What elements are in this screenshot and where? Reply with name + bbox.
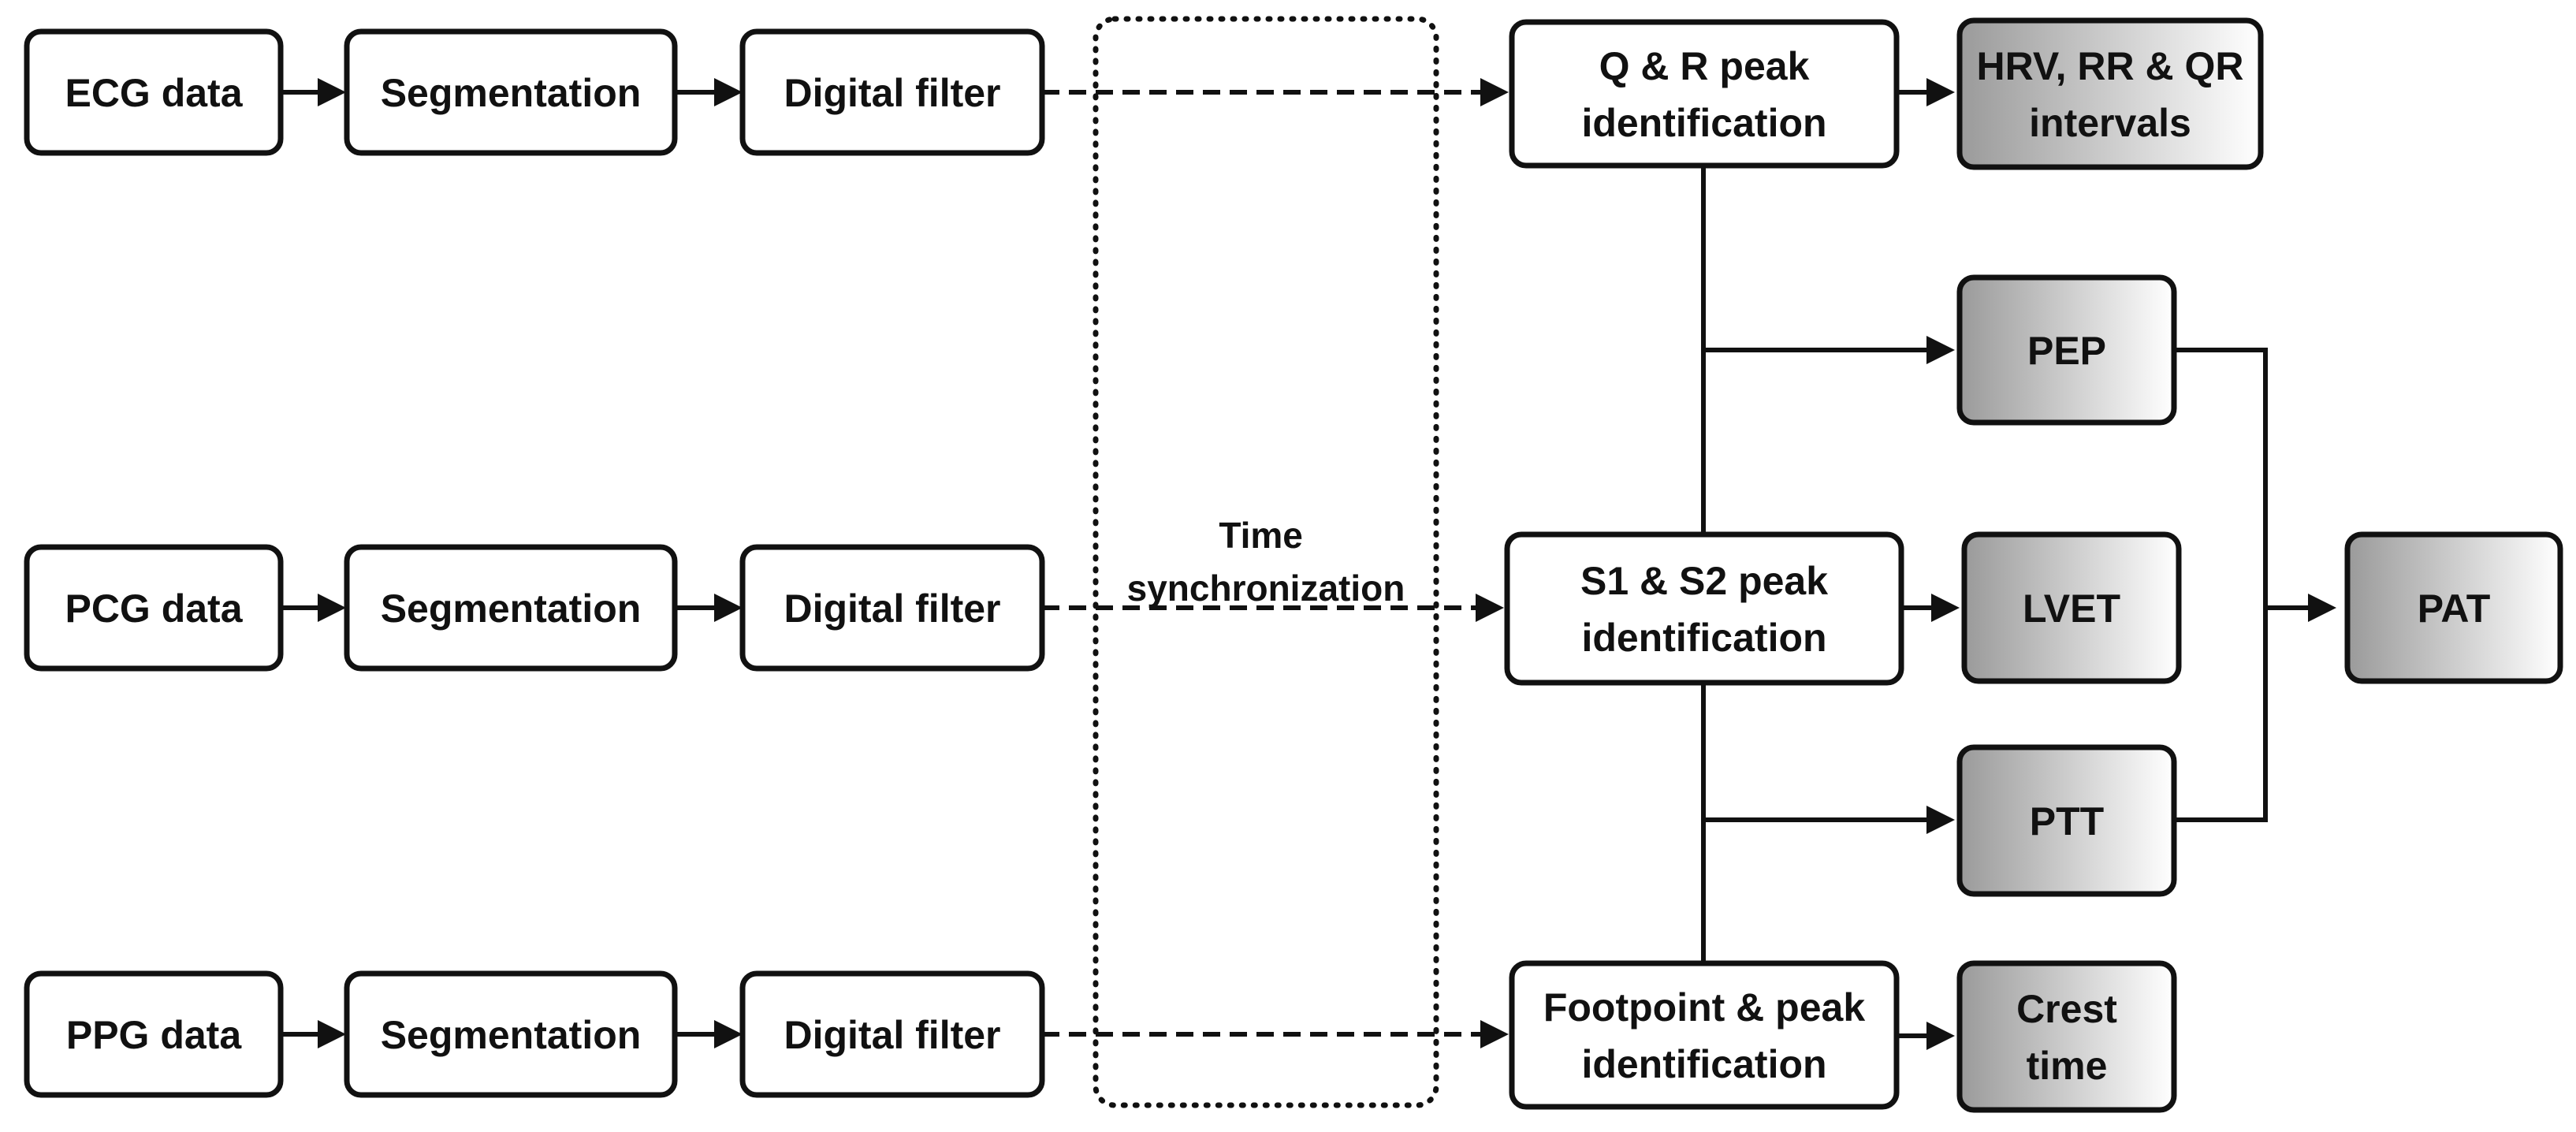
node-hrv: HRV, RR & QR intervals <box>1956 17 2264 170</box>
node-box <box>344 970 678 1098</box>
node-label: ECG data <box>65 71 243 115</box>
sync-label-line-2: synchronization <box>1127 568 1405 609</box>
node-label: S1 & S2 peak <box>1580 559 1828 603</box>
node-label: Digital filter <box>784 71 1000 115</box>
node-label: Segmentation <box>381 71 642 115</box>
node-box <box>1956 960 2177 1113</box>
node-label: Q & R peak <box>1599 44 1810 88</box>
node-box <box>1956 17 2264 170</box>
node-pcg-data: PCG data <box>24 544 284 672</box>
node-ppg-data: PPG data <box>24 970 284 1098</box>
node-label: Crest <box>2016 987 2117 1031</box>
node-s1s2-peak: S1 & S2 peak identification <box>1504 531 1904 686</box>
node-ppg-seg: Segmentation <box>344 970 678 1098</box>
connectors <box>281 78 2336 1050</box>
node-label: identification <box>1581 1042 1826 1086</box>
node-label: Segmentation <box>381 1013 642 1057</box>
node-label: Digital filter <box>784 586 1000 631</box>
node-pcg-seg: Segmentation <box>344 544 678 672</box>
node-qr-peak: Q & R peak identification <box>1509 19 1900 169</box>
node-box <box>1956 744 2177 897</box>
node-box <box>344 544 678 672</box>
node-label: PCG data <box>65 586 243 631</box>
node-label: PTT <box>2030 799 2104 843</box>
node-box <box>1956 274 2177 426</box>
node-box <box>1509 960 1900 1110</box>
node-label: PPG data <box>66 1013 242 1057</box>
node-box <box>739 28 1045 156</box>
node-pcg-filter: Digital filter <box>739 544 1045 672</box>
node-label: PAT <box>2418 586 2491 631</box>
node-label: Digital filter <box>784 1013 1000 1057</box>
node-ptt: PTT <box>1956 744 2177 897</box>
time-synchronization-region: Time synchronization <box>1093 16 1439 1108</box>
node-box <box>24 544 284 672</box>
connector-pep-to-pat <box>2174 348 2268 822</box>
node-ppg-filter: Digital filter <box>739 970 1045 1098</box>
node-label: Footpoint & peak <box>1543 985 1865 1030</box>
node-label: identification <box>1581 616 1826 660</box>
node-box <box>24 28 284 156</box>
node-box <box>1961 531 2182 684</box>
node-foot-peak: Footpoint & peak identification <box>1509 960 1900 1110</box>
node-pep: PEP <box>1956 274 2177 426</box>
node-label: Segmentation <box>381 586 642 631</box>
node-box <box>24 970 284 1098</box>
node-crest: Crest time <box>1956 960 2177 1113</box>
sync-label-line-1: Time <box>1219 515 1303 556</box>
node-pat: PAT <box>2344 531 2563 684</box>
node-ecg-seg: Segmentation <box>344 28 678 156</box>
node-box <box>2344 531 2563 684</box>
node-box <box>739 970 1045 1098</box>
node-label: identification <box>1581 101 1826 145</box>
node-label: intervals <box>2029 101 2191 145</box>
node-box <box>1504 531 1904 686</box>
node-label: time <box>2027 1044 2108 1088</box>
node-lvet: LVET <box>1961 531 2182 684</box>
node-ecg-filter: Digital filter <box>739 28 1045 156</box>
node-box <box>344 28 678 156</box>
node-ecg-data: ECG data <box>24 28 284 156</box>
node-label: PEP <box>2027 329 2106 373</box>
node-label: LVET <box>2023 586 2120 631</box>
node-box <box>1509 19 1900 169</box>
svg-text:Time synchronization: Time synchronization <box>1127 515 1405 609</box>
node-box <box>739 544 1045 672</box>
node-label: HRV, RR & QR <box>1977 44 2244 88</box>
